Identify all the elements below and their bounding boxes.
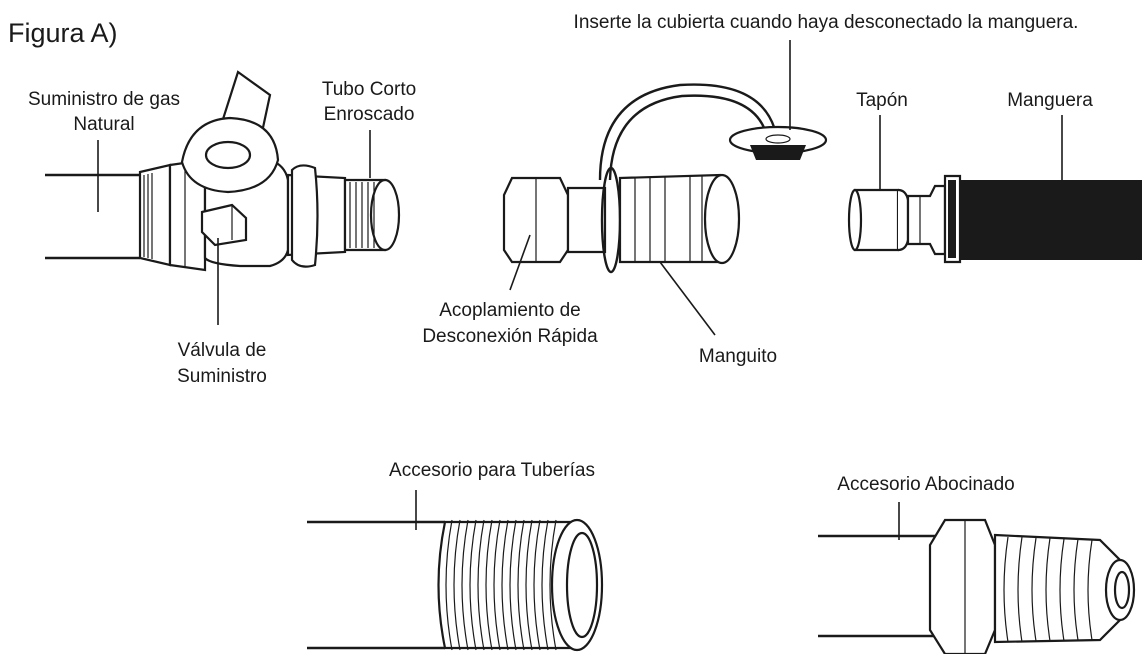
supply-valve-label-line2: Suministro — [177, 366, 267, 387]
quick-coupling-label-line1: Acoplamiento de — [439, 300, 581, 321]
gas-supply-label-line2: Natural — [73, 114, 134, 135]
sleeve-leader — [659, 261, 716, 336]
flare-fitting-label: Accesorio Abocinado — [837, 474, 1014, 495]
supply-valve-label-line1: Válvula de — [178, 340, 267, 361]
sleeve-label: Manguito — [699, 346, 777, 367]
short-pipe-label-line2: Enroscado — [324, 104, 415, 125]
pipe-nut — [138, 158, 207, 272]
quick-coupling-label-line2: Desconexión Rápida — [422, 326, 598, 347]
short-pipe-label-line1: Tubo Corto — [322, 79, 416, 100]
hose — [943, 174, 1142, 264]
dust-cap — [728, 125, 828, 160]
insert-cover-label: Inserte la cubierta cuando haya desconec… — [574, 12, 1079, 33]
gas-supply-pipe — [45, 173, 140, 260]
plug-label: Tapón — [856, 90, 908, 111]
valve-handle — [180, 70, 280, 247]
hose-label: Manguera — [1007, 90, 1093, 111]
dust-cap-tether — [598, 83, 777, 181]
quick-coupling-leader — [509, 234, 531, 291]
figure-title: Figura A) — [8, 18, 118, 48]
gas-supply-label-line1: Suministro de gas — [28, 89, 180, 110]
coupling-hex-nut — [502, 176, 570, 264]
plug — [847, 184, 947, 256]
pipe-fitting-label: Accesorio para Tuberías — [389, 460, 595, 481]
pipe-fitting — [307, 518, 604, 652]
flare-fitting — [818, 518, 1136, 654]
coupling-body — [566, 166, 741, 274]
